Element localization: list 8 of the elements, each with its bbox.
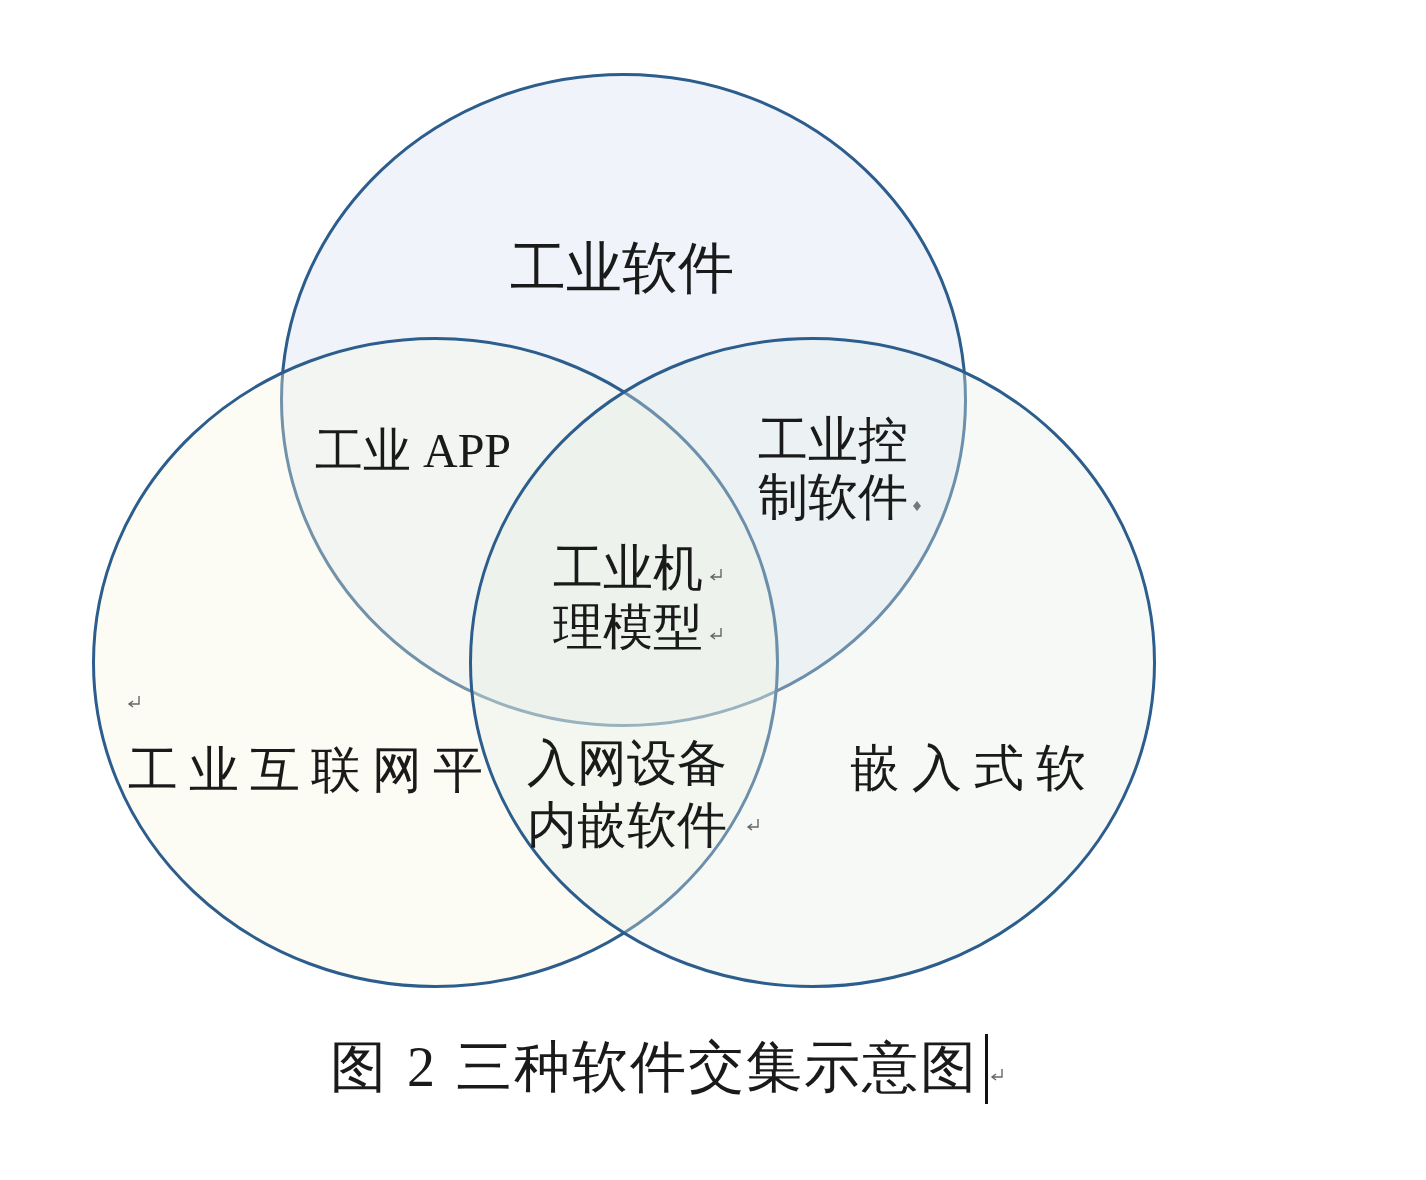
- set-label: 嵌入式软: [850, 739, 1098, 798]
- set-label: 工业软件: [510, 236, 734, 301]
- region-label: 工业控制软件: [758, 412, 909, 526]
- figure-caption: 图 2 三种软件交集示意图: [330, 1035, 978, 1100]
- region-label: 入网设备内嵌软件: [527, 734, 728, 855]
- region-label: 工业机理模型: [553, 539, 704, 657]
- set-label: 工业互联网平: [128, 741, 494, 800]
- region-label: 工业 APP: [315, 423, 512, 479]
